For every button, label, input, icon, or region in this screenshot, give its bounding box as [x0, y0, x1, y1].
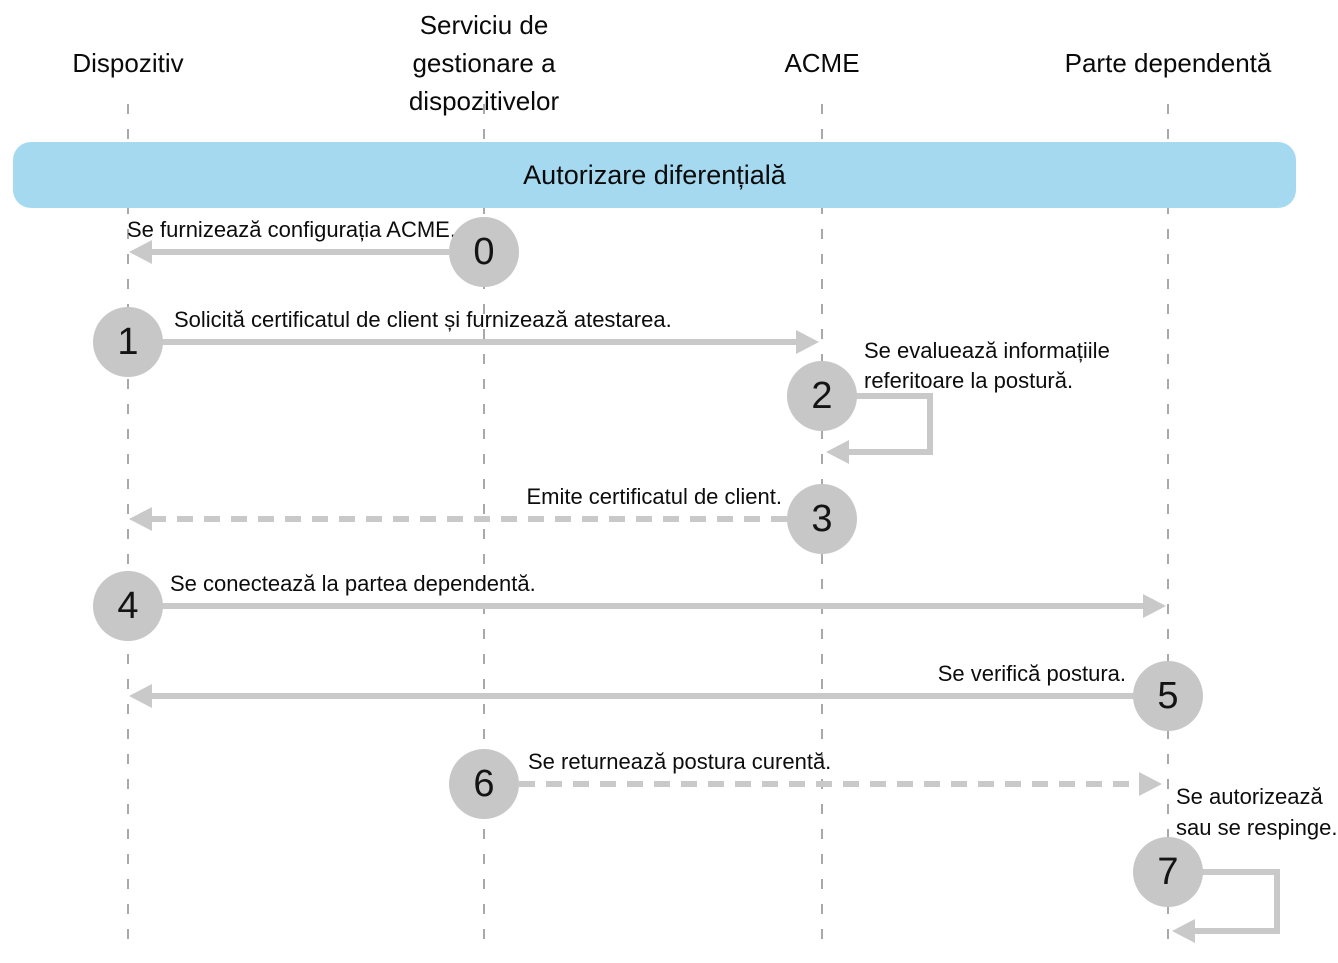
phase-banner-label: Autorizare diferențială	[523, 159, 786, 190]
step-0-badge: 0	[449, 217, 519, 287]
step-4-arrow	[160, 594, 1166, 618]
step-5-badge: 5	[1133, 661, 1203, 731]
actor-dispozitiv: Dispozitiv	[72, 48, 184, 78]
step-2-label: Se evaluează informațiile referitoare la…	[864, 338, 1110, 393]
step-5-label: Se verifică postura.	[937, 661, 1126, 686]
step-3-badge: 3	[787, 484, 857, 554]
step-7-badge: 7	[1133, 837, 1203, 907]
step-1-label: Solicită certificatul de client și furni…	[174, 307, 672, 332]
step-7-label: Se autorizează sau se respinge.	[1176, 784, 1338, 840]
step-1-arrow	[160, 330, 819, 354]
step-5-arrow	[129, 684, 1136, 708]
step-2-self-loop-arrow	[826, 393, 933, 464]
step-2-badge: 2	[787, 361, 857, 431]
step-0-label: Se furnizează configurația ACME.	[127, 217, 456, 242]
step-6-arrow	[519, 772, 1162, 796]
actor-parte-dependenta: Parte dependentă	[1064, 48, 1272, 78]
step-6-label: Se returnează postura curentă.	[528, 749, 832, 774]
step-4-label: Se conectează la partea dependentă.	[170, 571, 536, 596]
step-1-badge: 1	[93, 307, 163, 377]
step-0-arrow	[129, 240, 449, 264]
step-3-arrow	[129, 507, 787, 531]
step-3-label: Emite certificatul de client.	[526, 484, 782, 509]
actor-serviciu-gestionare: Serviciu de gestionare a dispozitivelor	[408, 10, 560, 116]
phase-banner: Autorizare diferențială	[13, 142, 1296, 208]
step-4-badge: 4	[93, 571, 163, 641]
step-6-badge: 6	[449, 749, 519, 819]
actor-acme: ACME	[784, 48, 860, 78]
step-7-self-loop-arrow	[1172, 869, 1280, 943]
